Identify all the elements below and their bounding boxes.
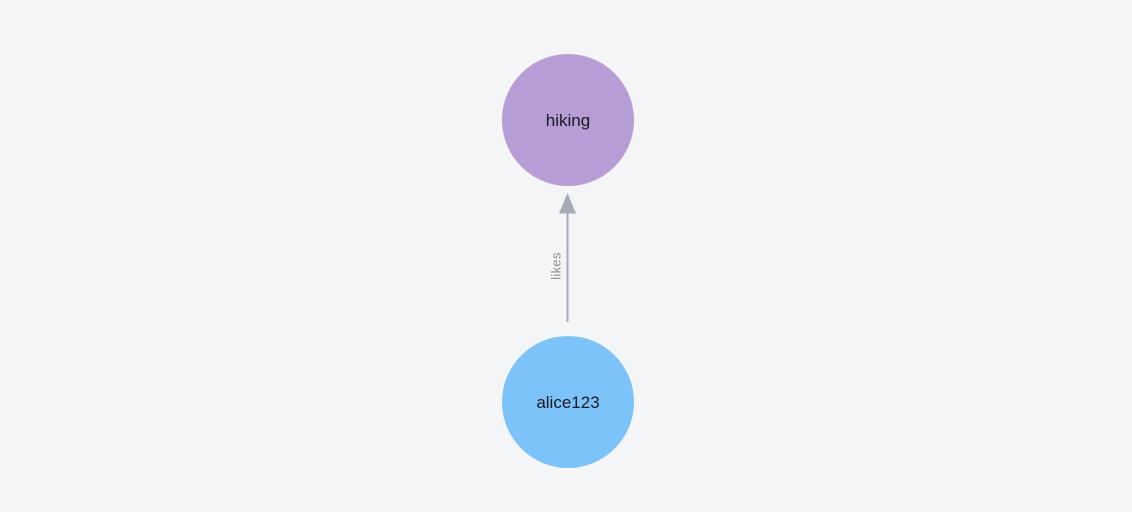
edge-label-likes[interactable]: likes [548,252,564,280]
node-alice123[interactable]: alice123 [502,336,634,468]
node-alice123-label: alice123 [536,392,600,412]
edge-arrowhead-icon [559,193,576,214]
node-hiking[interactable]: hiking [502,54,634,186]
node-hiking-label: hiking [545,110,591,130]
